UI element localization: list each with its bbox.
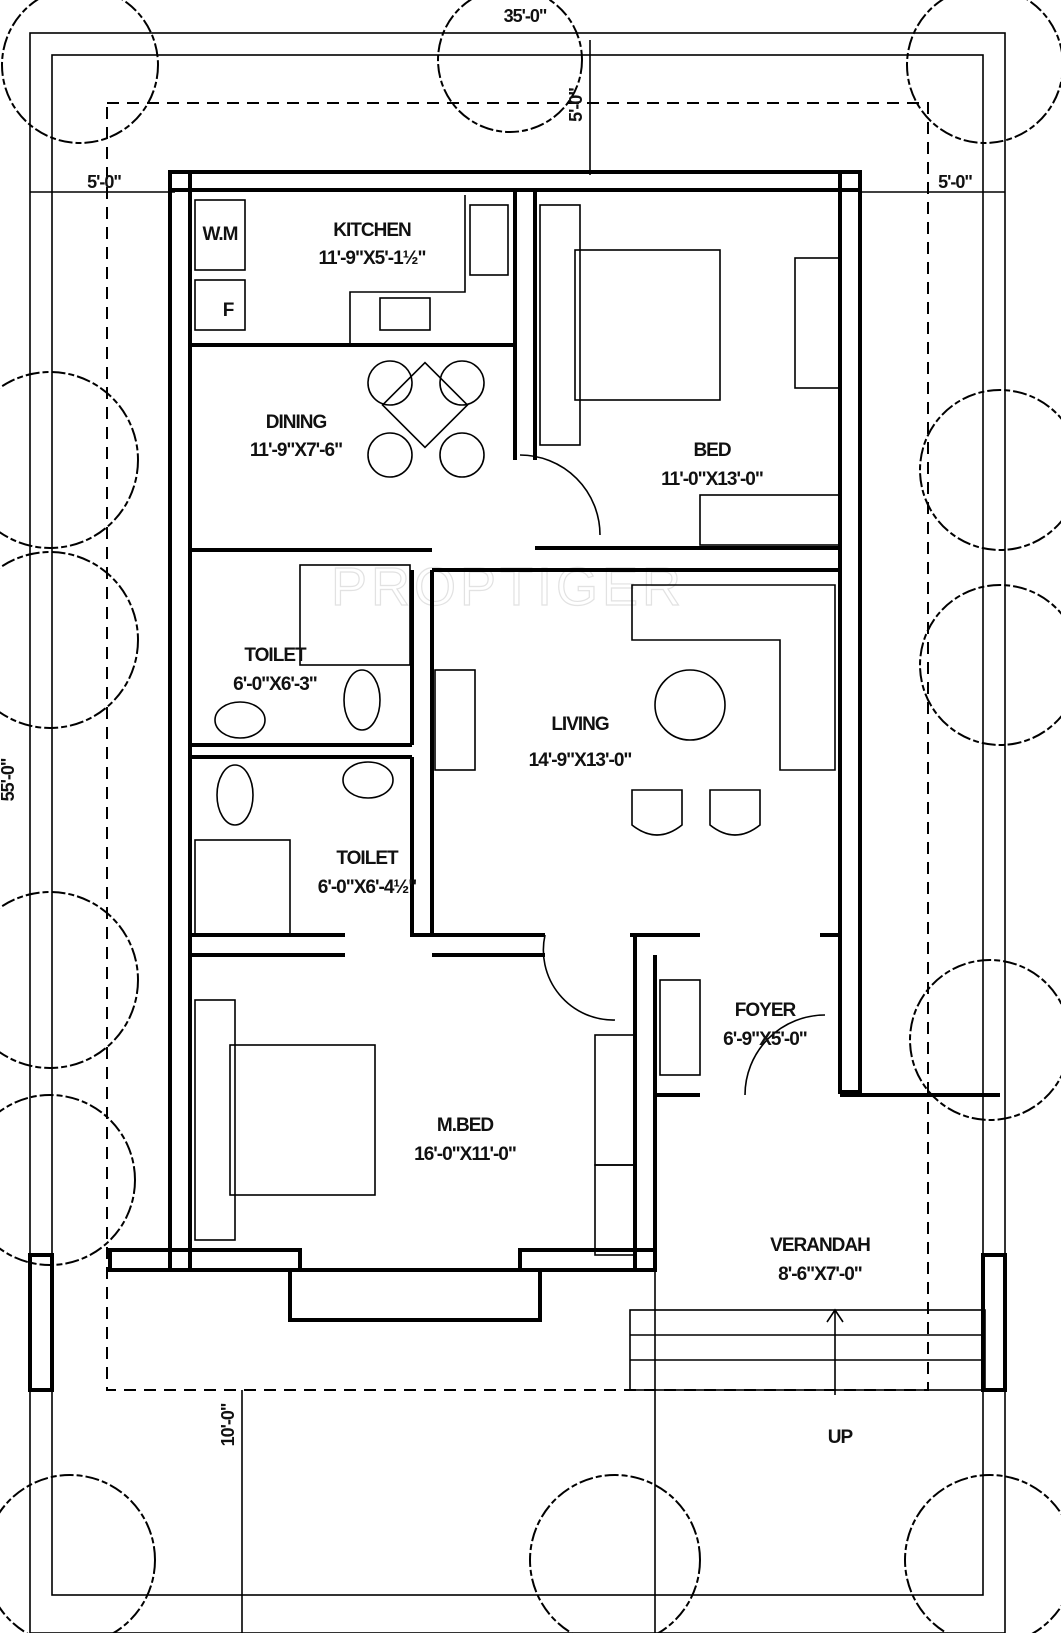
watermark: PROPTIGER bbox=[331, 557, 685, 617]
room-size-dining: 11'-9"X7'-6" bbox=[250, 440, 342, 461]
sink-icon bbox=[379, 297, 431, 331]
armchair bbox=[631, 789, 683, 836]
bed bbox=[574, 249, 721, 401]
stairs bbox=[659, 979, 701, 1076]
toilet-icon bbox=[343, 669, 381, 731]
door-swing bbox=[542, 934, 616, 1021]
tree-icon bbox=[919, 584, 1061, 746]
stairs bbox=[699, 494, 841, 546]
shower-area bbox=[194, 839, 291, 936]
room-size-living: 14'-9"X13'-0" bbox=[529, 750, 632, 771]
tv-unit bbox=[434, 669, 476, 771]
toilet-icon bbox=[216, 764, 254, 826]
fridge-label: F bbox=[223, 300, 234, 321]
stairs bbox=[594, 1164, 636, 1256]
wm-label: W.M bbox=[203, 224, 238, 245]
room-size-kitchen: 11'-9"X5'-1½" bbox=[318, 248, 425, 269]
room-size-mbed: 16'-0"X11'-0" bbox=[414, 1144, 516, 1165]
tree-icon bbox=[1, 0, 159, 144]
room-size-toilet-2: 6'-0"X6'-4½" bbox=[318, 877, 417, 898]
plot-boundary bbox=[29, 32, 1006, 1633]
room-name-bed: BED bbox=[693, 440, 730, 461]
tree-icon bbox=[0, 551, 139, 729]
room-name-kitchen: KITCHEN bbox=[333, 220, 411, 241]
tree-icon bbox=[0, 371, 139, 549]
tree-icon bbox=[919, 389, 1061, 551]
room-name-mbed: M.BED bbox=[437, 1115, 494, 1136]
sofa bbox=[631, 584, 836, 771]
rear-setback-dim: 10'-0" bbox=[218, 1403, 238, 1446]
shower-area bbox=[299, 564, 411, 666]
tree-icon bbox=[0, 891, 139, 1069]
washbasin-icon bbox=[342, 761, 394, 799]
left-setback-dim: 5'-0" bbox=[87, 172, 121, 192]
tree-icon bbox=[906, 0, 1061, 144]
armchair bbox=[709, 789, 761, 836]
tree-icon bbox=[909, 959, 1061, 1121]
labels: W.M F KITCHEN 11'-9"X5'-1½" DINING 11'-9… bbox=[203, 220, 872, 1448]
furniture bbox=[194, 195, 986, 1395]
room-name-dining: DINING bbox=[266, 412, 327, 433]
door-swing bbox=[744, 1014, 826, 1096]
stairs-up-label: UP bbox=[828, 1427, 854, 1448]
tree-icon bbox=[437, 0, 583, 133]
dining-table bbox=[381, 361, 469, 449]
coffee-table bbox=[654, 669, 726, 741]
setback-line bbox=[106, 102, 929, 1391]
bay-window bbox=[288, 1268, 542, 1322]
room-size-verandah: 8'-6"X7'-0" bbox=[778, 1264, 862, 1285]
plot-width-dim: 35'-0" bbox=[504, 6, 547, 26]
door-swing bbox=[519, 454, 601, 536]
dimensions: 35'-0" 55'-0" 5'-0" 5'-0" 5'-0" 10'-0" bbox=[0, 6, 973, 1446]
bed bbox=[229, 1044, 376, 1196]
plot-length-dim: 55'-0" bbox=[0, 758, 18, 801]
room-name-toilet-1: TOILET bbox=[244, 645, 307, 666]
room-name-living: LIVING bbox=[551, 714, 609, 735]
room-name-foyer: FOYER bbox=[735, 1000, 797, 1021]
tree-icon bbox=[529, 1474, 701, 1633]
right-setback-dim: 5'-0" bbox=[938, 172, 972, 192]
washbasin-icon bbox=[214, 701, 266, 739]
stove-icon bbox=[469, 204, 509, 276]
room-size-toilet-1: 6'-0"X6'-3" bbox=[233, 674, 317, 695]
room-size-foyer: 6'-9"X5'-0" bbox=[723, 1029, 807, 1050]
walls bbox=[28, 170, 1007, 1392]
entrance-steps bbox=[629, 1309, 986, 1391]
tree-icon bbox=[0, 1474, 156, 1633]
front-setback-dim: 5'-0" bbox=[566, 88, 586, 122]
washing-machine bbox=[194, 199, 246, 271]
room-name-verandah: VERANDAH bbox=[770, 1235, 870, 1256]
room-size-bed: 11'-0"X13'-0" bbox=[661, 469, 763, 490]
tree-icon bbox=[904, 1474, 1061, 1633]
wardrobe bbox=[794, 257, 841, 389]
fridge bbox=[194, 279, 246, 331]
wardrobe bbox=[594, 1034, 636, 1166]
room-name-toilet-2: TOILET bbox=[336, 848, 399, 869]
tree-icon bbox=[0, 1094, 136, 1266]
